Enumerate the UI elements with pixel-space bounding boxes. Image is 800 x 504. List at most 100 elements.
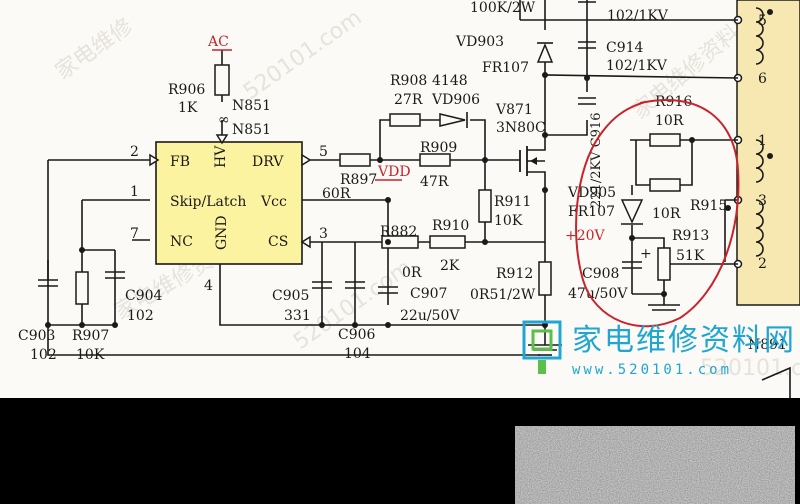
- c916-symbol: [578, 97, 596, 105]
- transformer: 5 6 1 3 2: [725, 0, 800, 306]
- vd903-ref: VD903: [455, 34, 504, 50]
- highlight-circle: [575, 98, 740, 328]
- vd905-ref: VD905: [567, 185, 616, 201]
- r908-symbol: [389, 113, 421, 127]
- transformer-winding-secondary: [755, 139, 764, 257]
- r910-value: 2K: [440, 258, 460, 274]
- r915-value: 10R: [652, 206, 681, 222]
- r897-value: 60R: [322, 186, 351, 202]
- r912-symbol: [538, 261, 552, 296]
- c904-value: 102: [127, 308, 154, 324]
- r910-ref: R910: [432, 218, 469, 234]
- c906-ref: C906: [338, 327, 376, 343]
- r913-symbol: [657, 247, 671, 281]
- pin-number: 5: [319, 144, 328, 160]
- r912-ref: R912: [496, 266, 533, 282]
- net-plus20v-label: +20V: [565, 228, 606, 244]
- c914-value: 102/1KV: [606, 58, 668, 74]
- r906-symbol: [214, 64, 230, 96]
- r915-ref: R915: [690, 198, 727, 214]
- brand-url: www.520101.com: [572, 362, 732, 378]
- ic-pin-nc: NC: [170, 234, 193, 250]
- brand-watermark: 家电维修资料网 www.520101.com: [522, 320, 796, 378]
- vd905-part: FR107: [568, 204, 615, 220]
- faint-watermark-text: 家电维修: [51, 14, 137, 85]
- net-ac-label: AC: [207, 34, 229, 50]
- plus-marker: +: [640, 246, 652, 262]
- r909-ref: R909: [420, 140, 457, 156]
- r882-value: 0R: [402, 265, 422, 281]
- r908-ref: R908: [390, 73, 427, 89]
- c905-value: 331: [284, 308, 311, 324]
- r897-symbol: [339, 153, 371, 167]
- r907-ref: R907: [72, 328, 109, 344]
- r911-symbol: [478, 189, 492, 223]
- faint-watermark-text: 520101.com: [239, 5, 366, 105]
- r915-symbol: [649, 178, 681, 192]
- polarity-dot: [767, 9, 773, 15]
- controller-ic: FB Skip/Latch NC DRV Vcc CS HV GND 2 1 7…: [130, 134, 328, 294]
- r913-value: 51K: [676, 248, 705, 264]
- c903-symbol: [38, 279, 58, 287]
- r911-ref: R911: [494, 194, 531, 210]
- r-top-value: 100K/2W: [470, 0, 536, 16]
- v871-ref: V871: [495, 102, 533, 118]
- net-n851-label: N851: [232, 98, 271, 114]
- ic-pin-drv: DRV: [252, 154, 284, 170]
- r882-symbol: [381, 235, 419, 249]
- transformer-pin-label: 2: [758, 256, 767, 272]
- r913-ref: R913: [672, 228, 709, 244]
- vd906-ref: VD906: [431, 92, 480, 108]
- vd903-symbol: [536, 43, 554, 63]
- c908-ref: C908: [582, 266, 619, 282]
- r916-ref: R916: [655, 94, 692, 110]
- brand-name: 家电维修资料网: [572, 323, 796, 358]
- r906-value: 1K: [178, 100, 198, 116]
- c904-symbol: [105, 271, 125, 279]
- faint-watermark-text: 520101.com: [700, 356, 800, 381]
- transformer-winding-primary: [755, 7, 764, 65]
- pin-number: 1: [130, 184, 139, 200]
- ic-pin-skip-latch: Skip/Latch: [170, 194, 246, 210]
- r906-ref: R906: [168, 82, 205, 98]
- r910-symbol: [429, 235, 466, 249]
- ic-pin-hv: HV: [213, 145, 229, 168]
- noise-patch: [515, 426, 795, 504]
- c905-symbol: [312, 281, 332, 289]
- ic-pin-gnd: GND: [214, 215, 230, 250]
- ic-body: [155, 141, 303, 265]
- infinity-symbol: ∞: [218, 112, 230, 128]
- ic-pin-vcc: Vcc: [260, 194, 287, 210]
- c906-value: 104: [344, 346, 371, 362]
- ic-pin-cs: CS: [268, 234, 288, 250]
- transformer-pin-label: 3: [758, 193, 767, 209]
- c908-symbol: [622, 261, 642, 269]
- transformer-pin-label: 5: [758, 13, 767, 29]
- vd906-part: 4148: [432, 73, 468, 89]
- vd906-symbol: [439, 113, 466, 127]
- circuit-schematic: 家电维修 520101.com 520101.com 家电维修资料网 家电维修资…: [0, 0, 800, 398]
- ic-pin-fb: FB: [170, 154, 190, 170]
- c903-value: 102: [30, 347, 57, 363]
- c905-ref: C905: [272, 288, 309, 304]
- transformer-pin-label: 6: [758, 71, 767, 87]
- c916-label: 221/2KV C916: [589, 113, 604, 208]
- c903-ref: C903: [18, 328, 55, 344]
- pin-number: 7: [130, 226, 139, 242]
- brand-logo-icon: [522, 320, 562, 374]
- v871-part: 3N80C: [496, 120, 546, 136]
- c907-symbol: [378, 286, 398, 294]
- r907-symbol: [75, 271, 89, 305]
- r916-value: 10R: [655, 113, 684, 129]
- vd905-symbol: [620, 199, 644, 224]
- c906-symbol: [345, 281, 365, 289]
- polarity-dot: [767, 153, 773, 159]
- r907-value: 10K: [76, 347, 105, 363]
- r912-value: 0R51/2W: [470, 287, 536, 303]
- c-top-value: 102/1KV: [607, 8, 669, 24]
- c904-ref: C904: [125, 288, 163, 304]
- junctions: [45, 72, 695, 328]
- vd903-part: FR107: [482, 60, 529, 76]
- pin-number: 2: [130, 144, 139, 160]
